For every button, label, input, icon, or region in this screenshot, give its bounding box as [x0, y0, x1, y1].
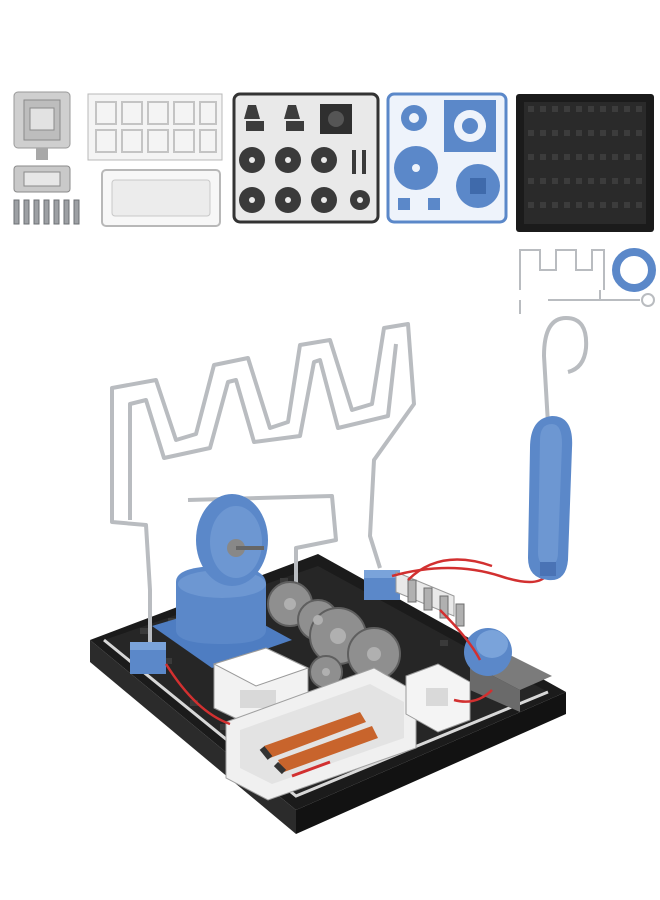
blue-ring: [612, 248, 656, 292]
metal-pins: [13, 199, 80, 225]
maze-wire: [110, 322, 416, 646]
clear-frame-parts: [87, 93, 223, 227]
gear-train: [267, 581, 401, 689]
blue-spool-motor: [152, 494, 292, 668]
blue-part-sprue: [386, 92, 508, 224]
red-wires: [164, 558, 547, 726]
battery-box: [225, 667, 417, 801]
blue-buzzer: [464, 628, 552, 712]
battery: [259, 712, 378, 775]
black-base-plate: [516, 94, 654, 232]
terminal-block: [395, 571, 465, 627]
blue-connector-post: [130, 642, 166, 674]
loop-wand: [528, 315, 589, 581]
white-slide-switch: [405, 663, 471, 733]
gray-gear-sprue: [232, 92, 380, 224]
loose-wire-parts: [519, 249, 655, 314]
blue-connector-post: [364, 570, 400, 600]
gray-switch-parts: [13, 91, 80, 225]
